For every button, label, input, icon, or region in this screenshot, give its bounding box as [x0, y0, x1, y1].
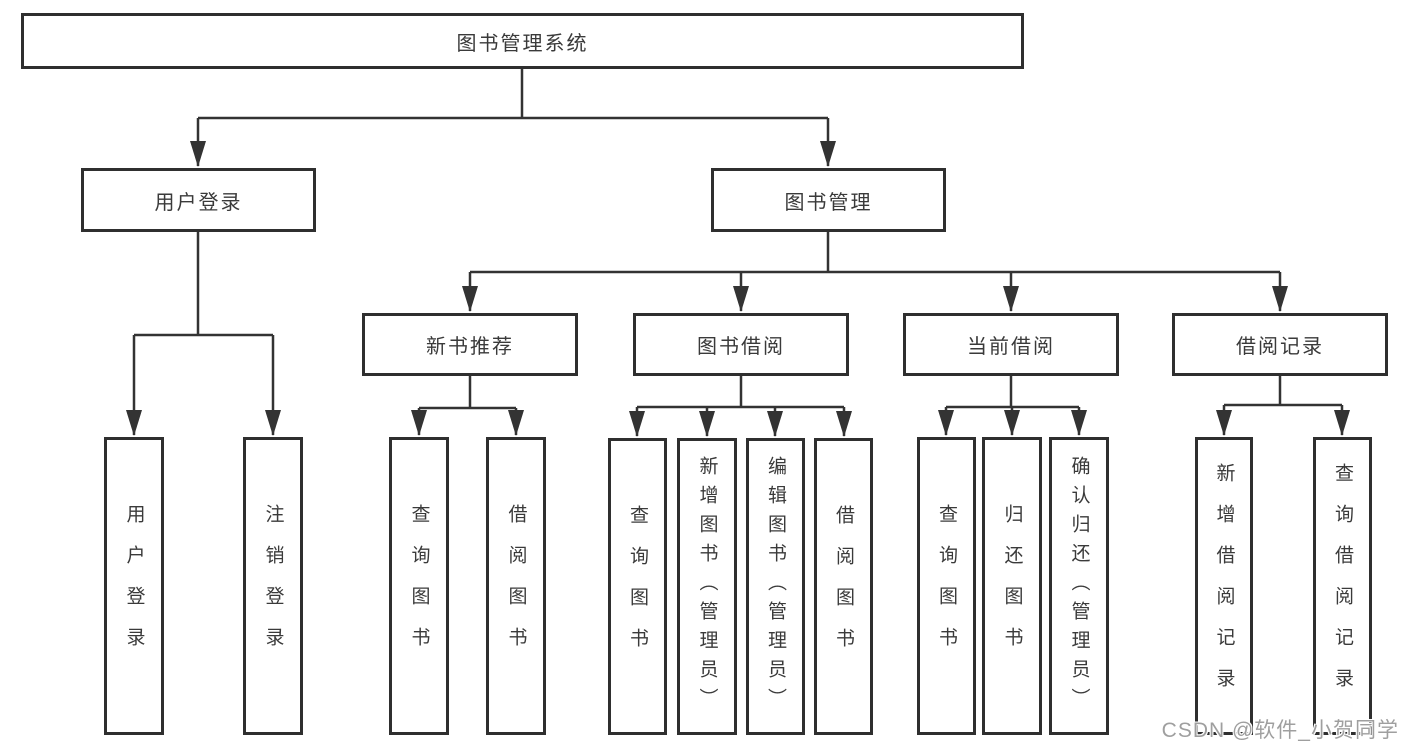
csdn-watermark: CSDN @软件_小贺同学: [1161, 719, 1399, 742]
connector-book-management-trunk: [470, 232, 1280, 274]
level3-node-book-borrow: 图书借阅: [633, 313, 849, 376]
leaf-node-label: 新增借阅记录: [1213, 463, 1235, 709]
leaf-node-query-books: 查询图书: [917, 437, 976, 735]
leaf-node-label: 查询图书: [936, 504, 957, 668]
leaf-node-add-borrow-record: 新增借阅记录: [1195, 437, 1253, 735]
leaf-node-label: 编辑图书（管理员）: [765, 456, 786, 717]
level3-node-label: 图书借阅: [697, 336, 785, 358]
leaf-node-label: 确认归还（管理员）: [1068, 455, 1090, 717]
leaf-node-label: 新增图书（管理员）: [696, 456, 718, 717]
leaf-node-label: 借阅图书: [505, 504, 527, 668]
leaf-node-query-books: 查询图书: [389, 437, 449, 735]
level3-node-borrow-record: 借阅记录: [1172, 313, 1388, 376]
level3-node-new-book: 新书推荐: [362, 313, 578, 376]
leaf-node-edit-books-admin: 编辑图书（管理员）: [746, 438, 805, 735]
connector-current-borrow-trunk: [946, 376, 1079, 409]
level3-node-label: 新书推荐: [426, 336, 514, 358]
level3-node-label: 当前借阅: [967, 336, 1055, 358]
connector-new-book-trunk: [419, 376, 516, 410]
leaf-node-label: 借阅图书: [833, 504, 854, 669]
connector-book-borrow-trunk: [637, 376, 844, 409]
leaf-node-user-login: 用户登录: [104, 437, 164, 735]
leaf-node-label: 查询图书: [627, 504, 648, 669]
connector-borrow-record-trunk: [1224, 376, 1342, 407]
leaf-node-label: 归还图书: [1001, 504, 1023, 668]
root-node-system: 图书管理系统: [21, 13, 1024, 69]
level3-node-current-borrow: 当前借阅: [903, 313, 1119, 376]
level2-node-book-management: 图书管理: [711, 168, 946, 232]
leaf-node-return-books: 归还图书: [982, 437, 1042, 735]
level2-node-label: 用户登录: [154, 191, 243, 214]
level3-node-label: 借阅记录: [1236, 336, 1324, 358]
root-node-label: 图书管理系统: [456, 32, 589, 55]
leaf-node-label: 用户登录: [123, 504, 145, 668]
leaf-node-confirm-return-admin: 确认归还（管理员）: [1049, 437, 1109, 735]
leaf-node-query-borrow-record: 查询借阅记录: [1313, 437, 1372, 735]
leaf-node-borrow-books: 借阅图书: [814, 438, 873, 735]
leaf-node-logout: 注销登录: [243, 437, 303, 735]
leaf-node-label: 查询图书: [408, 504, 430, 668]
leaf-node-query-books: 查询图书: [608, 438, 667, 735]
connector-root-trunk: [198, 68, 828, 120]
leaf-node-borrow-books: 借阅图书: [486, 437, 546, 735]
leaf-node-add-books-admin: 新增图书（管理员）: [677, 438, 737, 735]
level2-node-label: 图书管理: [784, 191, 873, 214]
connector-user-login-trunk: [134, 232, 273, 337]
level2-node-user-login: 用户登录: [81, 168, 316, 232]
leaf-node-label: 查询借阅记录: [1332, 463, 1353, 709]
leaf-node-label: 注销登录: [262, 504, 284, 668]
